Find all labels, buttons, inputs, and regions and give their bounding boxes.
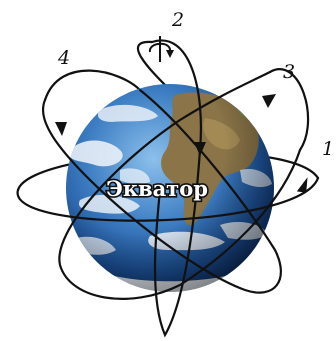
orbit-label-4: 4	[57, 47, 70, 69]
orbit-3-arrow-icon	[262, 94, 276, 108]
orbit-label-2: 2	[171, 9, 184, 31]
equator-label: Экватор	[106, 176, 208, 201]
orbit-4-arrow-icon	[55, 122, 67, 136]
orbit-label-1: 1	[322, 138, 334, 160]
orbit-label-3: 3	[283, 61, 295, 83]
orbit-1-arrow-icon	[295, 177, 310, 194]
